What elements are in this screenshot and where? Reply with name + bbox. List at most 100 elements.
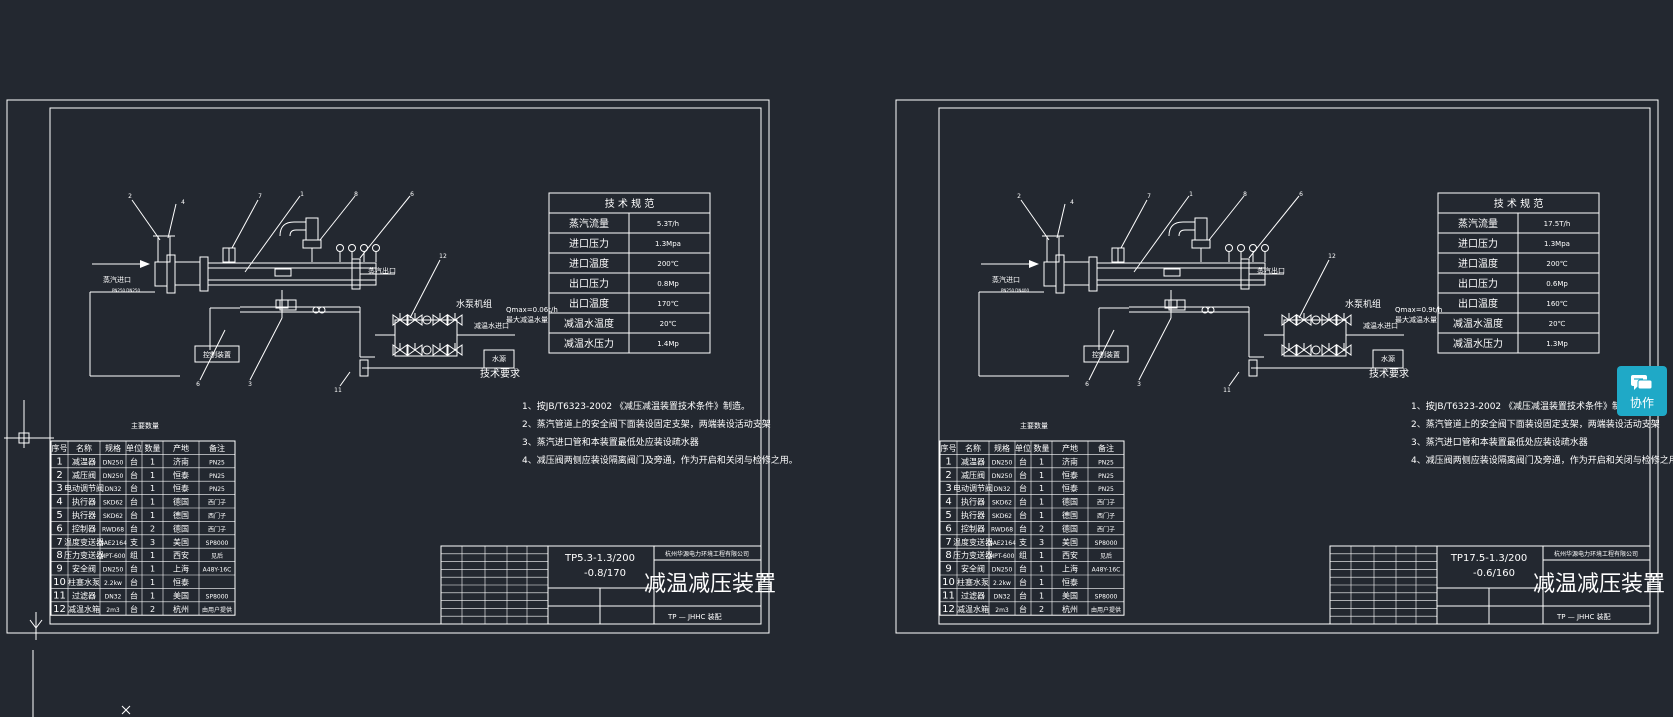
- flow-arrow-icon: [140, 260, 150, 268]
- valve-symbol: [407, 344, 416, 356]
- parts-cell: DN250: [103, 473, 124, 480]
- parts-cell: 支: [1019, 537, 1027, 547]
- parts-cell: 3: [1039, 538, 1044, 547]
- parts-cell: 减温水箱: [68, 604, 100, 614]
- chat-bubble-icon: [1631, 375, 1653, 390]
- elbow-pipe: [1168, 221, 1195, 237]
- elbow-pipe: [1178, 229, 1195, 237]
- callout-3: 3: [1137, 381, 1141, 388]
- parts-cell: 美国: [173, 590, 189, 600]
- company-name: 杭州华源电力环境工程有限公司: [665, 550, 749, 558]
- ucs-icon: [4, 400, 131, 717]
- parts-cell: 安全阀: [72, 564, 96, 574]
- tech-spec-value: 170℃: [657, 300, 678, 308]
- drawing-rect: [483, 349, 515, 369]
- drawing-rect: [394, 319, 458, 357]
- tech-spec-title: 技 术 规 范: [605, 197, 655, 210]
- drawing-rect: [1372, 349, 1404, 369]
- parts-cell: 台: [130, 510, 138, 520]
- parts-cell: QAE2164: [99, 540, 127, 547]
- parts-header-cell: 序号: [941, 443, 957, 453]
- tech-spec-param: 进口压力: [569, 237, 609, 250]
- drawing-circle: [1249, 244, 1257, 252]
- note-line-4: 4、减压阀两侧应装设隔离阀门及旁通，作为开启和关闭与检修之用。: [522, 454, 798, 466]
- drawing-rect: [1096, 262, 1266, 286]
- callout-8: 8: [354, 191, 358, 198]
- parts-header-cell: 备注: [1098, 443, 1114, 453]
- parts-cell: 执行器: [72, 497, 96, 507]
- parts-cell: 温度变送器: [953, 537, 993, 547]
- tech-spec-param: 减温水压力: [564, 337, 614, 350]
- parts-cell: 柱塞水泵: [68, 577, 100, 587]
- drawing-line: [1056, 203, 1066, 239]
- parts-cell: 5: [945, 510, 951, 521]
- control-unit-label: 控制装置: [1092, 350, 1120, 359]
- note-line-3: 3、蒸汽进口管和本装置最低处应装设疏水器: [522, 436, 699, 448]
- valve-symbol: [1296, 314, 1305, 326]
- parts-cell: 压力变送器: [64, 550, 104, 560]
- parts-cell: 2.2kw: [993, 580, 1011, 587]
- tech-spec-value: 1.3Mpa: [655, 240, 681, 248]
- parts-cell: 6: [56, 523, 62, 534]
- drawing-rect: [6, 99, 770, 634]
- parts-cell: SP8000: [1095, 593, 1118, 600]
- parts-cell: QAE2164: [988, 540, 1016, 547]
- drawing-rect: [274, 268, 292, 277]
- parts-cell: SKD62: [992, 513, 1012, 520]
- drawing-line: [339, 371, 351, 387]
- parts-cell: 1: [1039, 484, 1044, 493]
- parts-cell: 11: [942, 590, 955, 601]
- parts-cell: 9: [945, 564, 951, 575]
- tech-spec-value: 1.3Mpa: [1544, 240, 1570, 248]
- tech-spec-value: 20℃: [1549, 320, 1566, 328]
- parts-cell: 由用户提供: [1091, 606, 1121, 614]
- callout-4: 4: [181, 199, 185, 206]
- drawing-circle: [1207, 306, 1215, 314]
- parts-cell: 压力变送器: [953, 550, 993, 560]
- pump-group-label: 水泵机组: [1345, 298, 1381, 310]
- parts-header-cell: 产地: [1062, 443, 1078, 453]
- drawing-circle: [372, 244, 380, 252]
- collaborate-button[interactable]: 协作: [1617, 366, 1667, 416]
- parts-cell: 1: [1039, 591, 1044, 600]
- parts-cell: 9: [56, 564, 62, 575]
- parts-cell: 电动调节阀: [953, 483, 993, 493]
- tech-spec-value: 0.8Mp: [657, 280, 679, 288]
- parts-list-title: 主要数量: [131, 421, 159, 430]
- parts-cell: DN250: [103, 459, 124, 466]
- valve-symbol: [1328, 314, 1337, 326]
- drawing-line: [1020, 199, 1050, 241]
- drawing-line: [244, 195, 301, 273]
- callout-6b: 6: [196, 381, 200, 388]
- callout-6b: 6: [1085, 381, 1089, 388]
- parts-cell: 西门子: [208, 499, 226, 507]
- parts-cell: PN25: [209, 486, 225, 493]
- valve-symbol: [1281, 314, 1290, 326]
- parts-cell: 恒泰: [1062, 483, 1078, 493]
- drawing-line: [167, 203, 177, 239]
- valve-symbol: [399, 344, 408, 356]
- tech-spec-param: 蒸汽流量: [569, 217, 609, 230]
- parts-cell: 8: [56, 550, 62, 561]
- drawing-line: [1138, 317, 1172, 381]
- parts-header-cell: 名称: [965, 443, 981, 453]
- parts-cell: 1: [1039, 498, 1044, 507]
- parts-cell: 2.2kw: [104, 580, 122, 587]
- valve-symbol: [1343, 314, 1352, 326]
- drawing-line: [1298, 259, 1330, 319]
- drawing-name: 减温减压装置: [1533, 572, 1665, 597]
- parts-cell: 德国: [173, 523, 189, 533]
- tech-spec-param: 减温水温度: [564, 317, 614, 330]
- parts-cell: 1: [1039, 471, 1044, 480]
- parts-cell: 西门子: [1097, 525, 1115, 533]
- parts-cell: DN32: [105, 486, 122, 493]
- parts-cell: 安全阀: [961, 564, 985, 574]
- callout-6: 6: [1299, 191, 1303, 198]
- drawing-line: [1248, 195, 1300, 259]
- parts-cell: 美国: [1062, 537, 1078, 547]
